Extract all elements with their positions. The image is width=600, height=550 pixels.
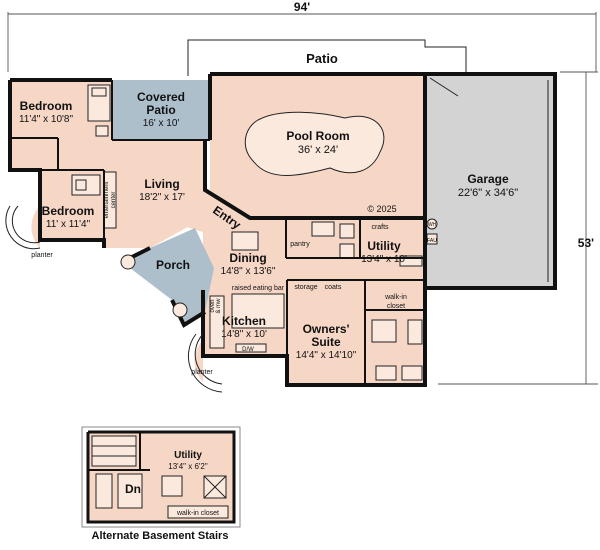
covered-patio-name-1: Covered [137, 90, 185, 104]
storage-label: storage [294, 284, 317, 291]
kitchen-name: Kitchen [222, 314, 266, 328]
overall-depth-dimension [438, 71, 598, 385]
utility-name: Utility [367, 239, 401, 253]
bedroom-1-name: Bedroom [20, 99, 73, 113]
owners-suite-name-2: Suite [311, 335, 341, 349]
bedroom-2-name: Bedroom [42, 204, 95, 218]
walls [8, 72, 557, 387]
crafts-label: crafts [371, 224, 389, 231]
dw-label: D/W [242, 347, 254, 353]
entertainment-center-label-1: entertainment [104, 181, 110, 218]
entertainment-center-label-2: center [111, 192, 117, 209]
covered-patio-size: 16' x 10' [143, 118, 180, 129]
coats-label: coats [325, 284, 342, 291]
inset-utility-name: Utility [174, 450, 202, 461]
pool-shape [244, 111, 385, 176]
fau-label: FAU [427, 238, 437, 244]
planter-label-left: planter [31, 252, 53, 259]
dining-name: Dining [229, 251, 266, 265]
inset-dn-label: Dn [125, 482, 141, 496]
overall-depth-label: 53' [578, 236, 594, 250]
room-fills [10, 74, 555, 385]
owners-suite-size: 14'4" x 14'10" [296, 350, 357, 361]
planters [5, 205, 223, 393]
inset-caption: Alternate Basement Stairs [92, 530, 229, 542]
living-size: 18'2" x 17' [139, 192, 185, 203]
dining-size: 14'8" x 13'6" [221, 266, 276, 277]
pantry-label: pantry [290, 241, 310, 248]
garage-size: 22'6" x 34'6" [458, 187, 518, 199]
utility-size: 13'4" x 10' [361, 254, 407, 265]
patio-area [187, 39, 467, 76]
owners-suite-name-1: Owners' [303, 322, 350, 336]
bedroom-2-size: 11' x 11'4" [46, 219, 91, 230]
pool-room-name: Pool Room [286, 129, 349, 143]
walk-in-closet-label-2: closet [387, 303, 405, 310]
oven-label-1: oven [210, 299, 216, 312]
oven-label-2: & mw [216, 298, 222, 314]
walk-in-closet-label-1: walk-in [384, 294, 407, 301]
raised-eating-bar-label: raised eating bar [232, 285, 285, 292]
porch-label: Porch [156, 258, 190, 272]
garage-name: Garage [467, 172, 509, 186]
wh-label: WH [428, 222, 437, 228]
bedroom-1-size: 11'4" x 10'8" [19, 114, 74, 125]
inset-utility-size: 13'4" x 6'2" [168, 462, 208, 471]
kitchen-size: 14'8" x 10' [221, 329, 267, 340]
inset-walk-in-closet-label: walk-in closet [176, 510, 219, 517]
copyright-label: © 2025 [367, 204, 396, 214]
overall-width-dimension [7, 12, 597, 72]
pool-room-size: 36' x 24' [298, 144, 338, 156]
overall-width-label: 94' [294, 0, 310, 14]
inset-plan [81, 426, 241, 528]
planter-label-bottom: planter [191, 369, 213, 376]
living-name: Living [144, 177, 179, 191]
covered-patio-name-2: Patio [146, 103, 175, 117]
patio-label: Patio [306, 51, 338, 66]
